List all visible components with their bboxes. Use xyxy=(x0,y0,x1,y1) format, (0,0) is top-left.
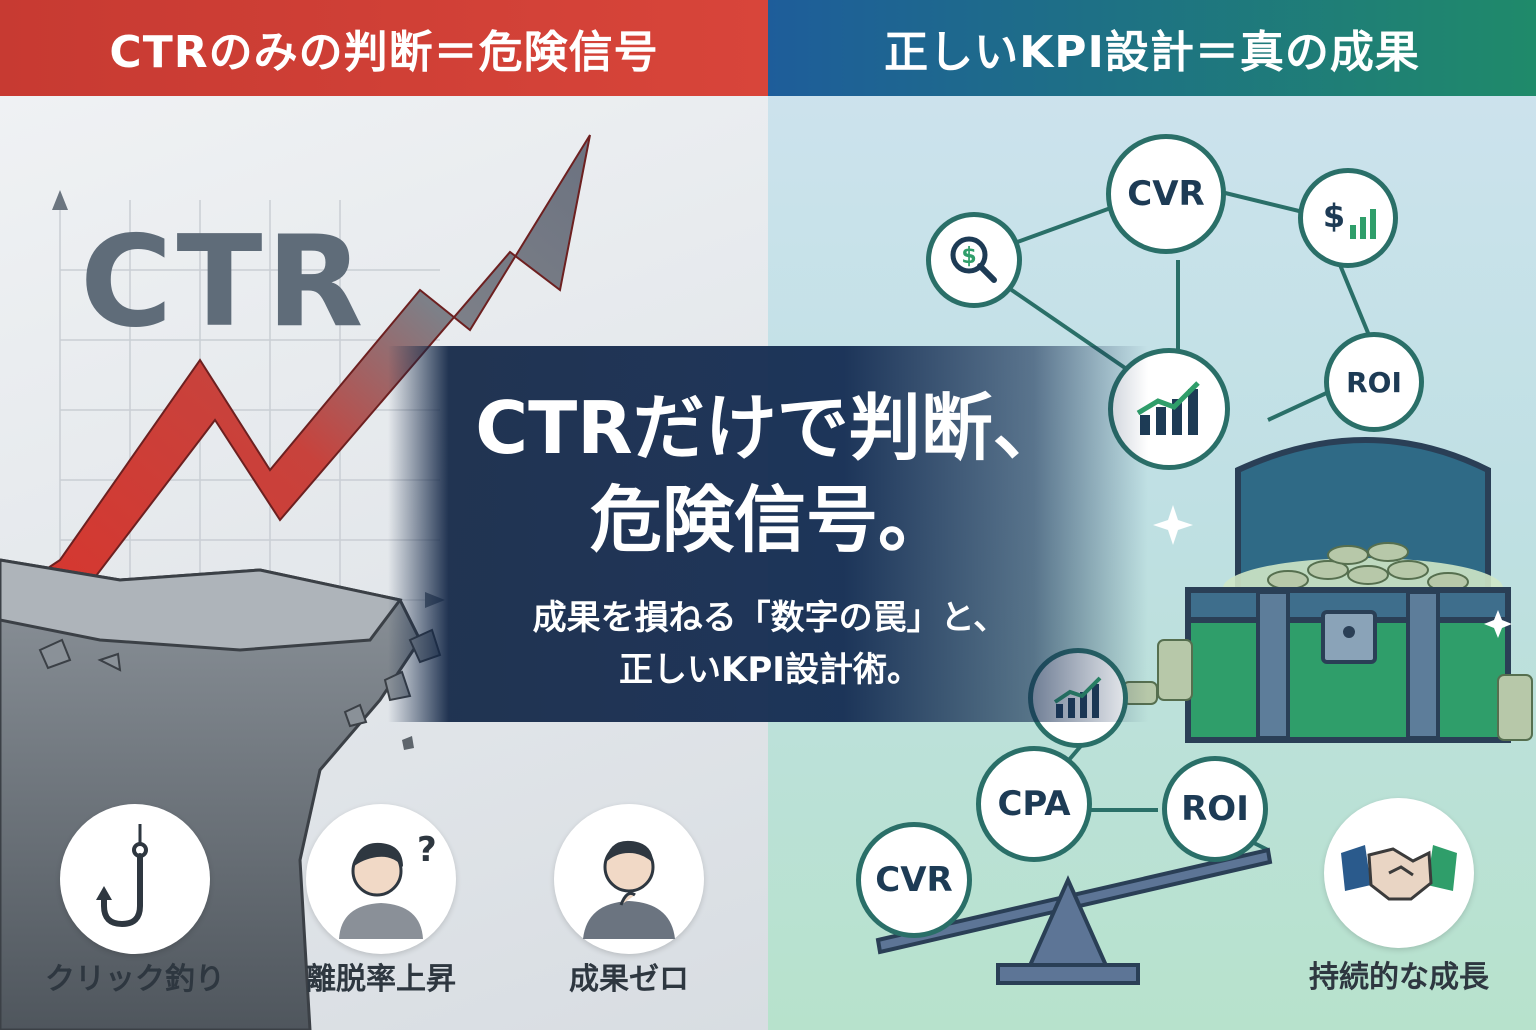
bounce-rate-circle: ? xyxy=(306,804,456,954)
headline-line-1: CTRだけで判断、 xyxy=(475,386,1065,470)
roi-node-right: ROI xyxy=(1324,332,1424,432)
treasure-chest-art xyxy=(1122,437,1533,743)
click-bait-circle xyxy=(60,804,210,954)
sustainable-growth-caption: 持続的な成長 xyxy=(1309,960,1489,995)
growth-banner: 正しいKPI設計＝真の成果 xyxy=(768,0,1536,96)
zero-results-circle xyxy=(554,804,704,954)
growth-panel: $ CVR $ ROI CPA xyxy=(768,0,1536,1030)
zero-results-caption: 成果ゼロ xyxy=(569,962,689,997)
svg-text:$: $ xyxy=(961,244,976,269)
ctr-chart-label: CTR xyxy=(80,208,368,355)
svg-text:$: $ xyxy=(1323,197,1345,235)
subheadline-line-1: 成果を損ねる「数字の罠」と、 xyxy=(532,598,1008,638)
headline: CTRだけで判断、 危険信号。 xyxy=(410,382,1130,566)
handshake-circle xyxy=(1324,798,1474,948)
roi-node-scale-label: ROI xyxy=(1181,789,1249,829)
danger-banner: CTRのみの判断＝危険信号 xyxy=(0,0,768,96)
headline-band xyxy=(388,346,1148,722)
click-bait-caption: クリック釣り xyxy=(45,962,225,997)
thinking-person-icon xyxy=(583,840,675,939)
fishhook-icon xyxy=(96,824,148,928)
subheadline-line-2: 正しいKPI設計術。 xyxy=(619,650,921,690)
bounce-rate-caption: 離脱率上昇 xyxy=(306,962,456,997)
dollar-chart-node: $ xyxy=(1298,168,1398,268)
roi-node-right-label: ROI xyxy=(1346,365,1402,399)
handshake-icon xyxy=(1341,845,1457,901)
svg-text:?: ? xyxy=(417,830,437,870)
cvr-node-top: CVR xyxy=(1106,134,1226,254)
cpa-node-label: CPA xyxy=(997,784,1071,824)
kpi-network-art xyxy=(875,188,1533,985)
dollar-chart-icon: $ xyxy=(1323,197,1376,239)
confused-person-icon: ? xyxy=(339,830,437,939)
subheadline: 成果を損ねる「数字の罠」と、 正しいKPI設計術。 xyxy=(440,592,1100,696)
headline-line-2: 危険信号。 xyxy=(589,478,950,562)
cvr-node-top-label: CVR xyxy=(1127,174,1205,214)
roi-node-scale: ROI xyxy=(1162,756,1268,862)
cpa-node: CPA xyxy=(976,746,1092,862)
cvr-node-scale-label: CVR xyxy=(875,860,953,900)
search-dollar-icon: $ xyxy=(950,236,997,283)
cvr-node-scale: CVR xyxy=(856,822,972,938)
seesaw-art xyxy=(875,847,1273,985)
search-dollar-node: $ xyxy=(926,212,1022,308)
